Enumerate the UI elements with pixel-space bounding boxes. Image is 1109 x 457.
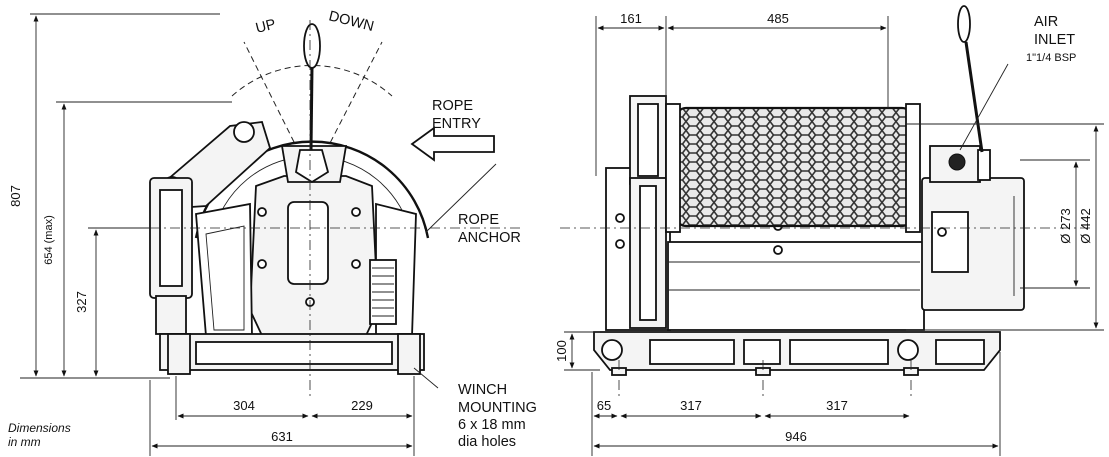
mounting-foot-right <box>397 333 421 375</box>
dimensions-note-line2: in mm <box>8 435 41 449</box>
bolt <box>257 207 267 217</box>
winch-mounting-line2: MOUNTING <box>458 400 537 416</box>
lifting-hole-left <box>601 339 623 361</box>
valve-cover <box>295 149 330 184</box>
air-inlet-leader <box>959 63 1009 151</box>
valve-detail <box>977 149 991 181</box>
dim-317-right: 317 <box>826 398 848 413</box>
dim-229: 229 <box>351 398 373 413</box>
dim-100: 100 <box>554 340 569 362</box>
winch-mounting-line4: dia holes <box>458 434 516 450</box>
dim-161: 161 <box>620 11 642 26</box>
dim-807: 807 <box>8 185 23 207</box>
dim-65: 65 <box>597 398 611 413</box>
control-lever-side <box>964 41 984 153</box>
skid-pocket <box>649 339 735 365</box>
column-detail <box>639 185 657 321</box>
down-label: DOWN <box>327 8 375 35</box>
dim-485: 485 <box>767 11 789 26</box>
bolt <box>773 245 783 255</box>
arm-pivot <box>233 121 255 143</box>
cylinder-base <box>155 295 187 335</box>
front-horizontal-dimensions <box>149 376 415 456</box>
side-frame-centre <box>667 241 925 331</box>
skid-pocket <box>789 339 889 365</box>
bolt <box>615 213 625 223</box>
side-bottom-dimensions <box>564 331 1001 456</box>
mounting-leader <box>413 367 439 389</box>
dim-dia-273: Ø 273 <box>1058 208 1073 243</box>
dim-946: 946 <box>785 429 807 444</box>
control-lever <box>309 65 314 151</box>
lifting-hole-right <box>897 339 919 361</box>
bolt <box>615 239 625 249</box>
bolt <box>257 259 267 269</box>
side-diameter-dimensions <box>906 123 1104 331</box>
dim-304: 304 <box>233 398 255 413</box>
bolt <box>351 207 361 217</box>
dimensions-note-line1: Dimensions <box>8 421 71 435</box>
frame-detail <box>205 225 245 331</box>
side-top-dimensions <box>595 16 889 176</box>
bolt <box>937 227 947 237</box>
spring-coils <box>372 267 394 317</box>
motor-panel <box>931 211 969 273</box>
mounting-foot-left <box>167 333 191 375</box>
dim-327: 327 <box>74 291 89 313</box>
air-inlet-line3: 1"1/4 BSP <box>1026 52 1076 64</box>
up-label: UP <box>254 16 277 36</box>
drum-flange-left <box>665 103 681 233</box>
rope-entry-label-line1: ROPE <box>432 98 473 114</box>
skid-pocket <box>743 339 781 365</box>
dim-631: 631 <box>271 429 293 444</box>
air-inlet-line2: INLET <box>1034 32 1075 48</box>
side-view: 161 485 100 65 317 317 946 Ø 273 Ø 442 A… <box>554 5 1104 456</box>
air-inlet-port <box>948 153 966 171</box>
lever-swing-arc <box>231 64 393 97</box>
cylinder-body <box>159 189 183 287</box>
winch-mounting-line1: WINCH <box>458 382 507 398</box>
lever-handle <box>303 23 321 69</box>
rope-entry-arrow <box>410 126 495 162</box>
drum-mesh-guard <box>674 106 914 228</box>
lever-handle-side <box>957 5 971 43</box>
base-web <box>195 341 393 365</box>
bolt <box>351 259 361 269</box>
rope-entry-label-line2: ENTRY <box>432 116 481 132</box>
rope-anchor-leader <box>425 163 497 233</box>
dim-317-left: 317 <box>680 398 702 413</box>
skid-pocket <box>935 339 985 365</box>
gearbox-window <box>287 201 329 285</box>
winch-mounting-line3: 6 x 18 mm <box>458 417 526 433</box>
front-vertical-dimensions <box>20 13 232 379</box>
drum-flange-right <box>905 103 921 233</box>
rope-anchor-label-line1: ROPE <box>458 212 499 228</box>
dim-dia-442: Ø 442 <box>1078 208 1093 243</box>
dim-654: 654 (max) <box>43 215 55 265</box>
column-detail <box>637 103 659 177</box>
front-view: UP DOWN ROPE ENTRY ROPE ANCHOR WINCH MOU… <box>8 8 537 456</box>
rope-anchor-label-line2: ANCHOR <box>458 230 521 246</box>
air-inlet-line1: AIR <box>1034 14 1058 30</box>
